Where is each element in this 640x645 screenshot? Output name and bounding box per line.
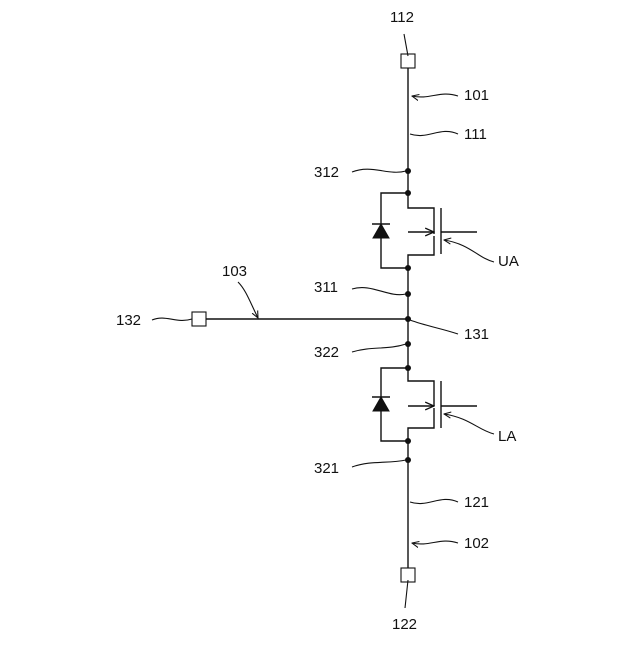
leader-131 [410,320,458,334]
label-321: 321 [314,460,339,477]
leader-ua [444,240,494,262]
label-131: 131 [464,326,489,343]
terminal-112 [401,54,415,68]
label-ua: UA [498,253,519,270]
terminal-122 [401,568,415,582]
leader-122 [405,580,408,608]
label-311: 311 [314,279,338,296]
label-102: 102 [464,535,489,552]
transistor-lower [372,368,477,441]
leader-132 [152,318,192,320]
leader-322 [352,344,406,352]
leader-111 [410,131,458,135]
label-101: 101 [464,87,489,104]
leader-321 [352,460,406,467]
leader-112 [404,34,408,56]
leader-la [444,414,494,434]
leader-101 [412,94,458,97]
leader-311 [352,288,406,295]
label-132: 132 [116,312,141,329]
terminal-132 [192,312,206,326]
label-312: 312 [314,164,339,181]
label-103: 103 [222,263,247,280]
label-la: LA [498,428,516,445]
leader-102 [412,541,458,544]
leader-312 [352,169,406,172]
label-121: 121 [464,494,489,511]
label-122: 122 [392,616,417,633]
label-322: 322 [314,344,339,361]
leader-103 [238,282,258,318]
label-111: 111 [464,126,487,143]
transistor-upper [372,193,477,268]
label-112: 112 [390,9,414,26]
leader-121 [410,499,458,503]
